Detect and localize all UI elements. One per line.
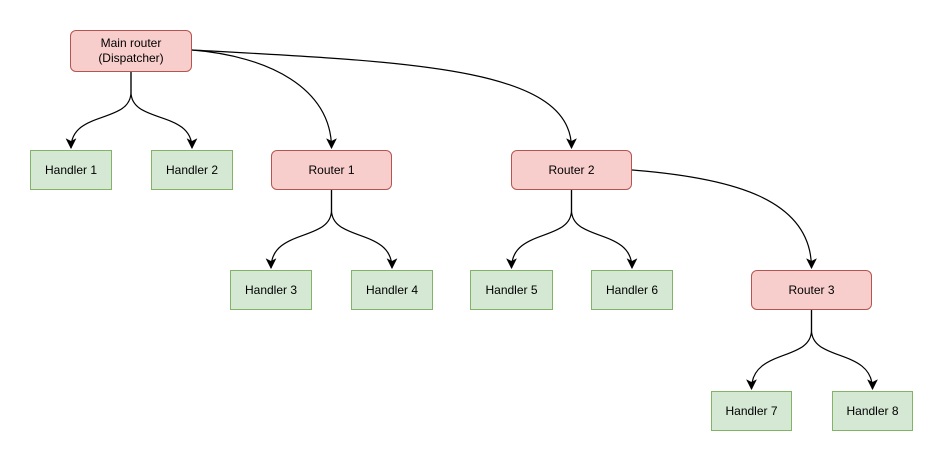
node-handler-7-label: Handler 7 xyxy=(725,403,778,418)
node-handler-7[interactable]: Handler 7 xyxy=(711,391,792,431)
node-handler-1-label: Handler 1 xyxy=(44,162,98,177)
edge-main-router-to-handler-2 xyxy=(130,72,198,150)
edge-router-1-to-handler-3 xyxy=(265,190,333,270)
node-main-router[interactable]: Main router (Dispatcher) xyxy=(70,30,192,72)
node-router-1-label: Router 1 xyxy=(308,162,355,177)
edge-main-router-to-handler-1 xyxy=(65,72,132,150)
node-handler-3-label: Handler 3 xyxy=(244,282,298,297)
edge-router-2-to-router-3 xyxy=(631,169,817,270)
node-router-2[interactable]: Router 2 xyxy=(511,150,632,190)
node-handler-5[interactable]: Handler 5 xyxy=(470,270,553,310)
node-handler-3[interactable]: Handler 3 xyxy=(230,270,312,310)
edge-router-2-to-handler-5 xyxy=(506,190,573,270)
edge-router-1-to-handler-4 xyxy=(330,190,398,270)
edge-main-router-to-router-1 xyxy=(191,49,337,150)
node-handler-5-label: Handler 5 xyxy=(485,282,538,297)
node-handler-8-label: Handler 8 xyxy=(846,403,899,418)
edge-main-router-to-router-2 xyxy=(191,49,577,150)
node-router-2-label: Router 2 xyxy=(548,162,595,177)
edge-router-3-to-handler-8 xyxy=(810,310,878,391)
node-handler-4-label: Handler 4 xyxy=(365,282,419,297)
node-main-router-label: Main router (Dispatcher) xyxy=(98,36,164,65)
node-handler-2[interactable]: Handler 2 xyxy=(151,150,233,190)
node-router-3-label: Router 3 xyxy=(788,282,835,297)
edge-router-2-to-handler-6 xyxy=(570,190,638,270)
edge-router-3-to-handler-7 xyxy=(746,310,813,391)
node-handler-2-label: Handler 2 xyxy=(165,162,219,177)
node-router-1[interactable]: Router 1 xyxy=(271,150,392,190)
node-handler-8[interactable]: Handler 8 xyxy=(832,391,913,431)
node-handler-4[interactable]: Handler 4 xyxy=(351,270,433,310)
node-handler-1[interactable]: Handler 1 xyxy=(30,150,112,190)
node-handler-6[interactable]: Handler 6 xyxy=(591,270,673,310)
node-router-3[interactable]: Router 3 xyxy=(751,270,872,310)
node-handler-6-label: Handler 6 xyxy=(605,282,659,297)
